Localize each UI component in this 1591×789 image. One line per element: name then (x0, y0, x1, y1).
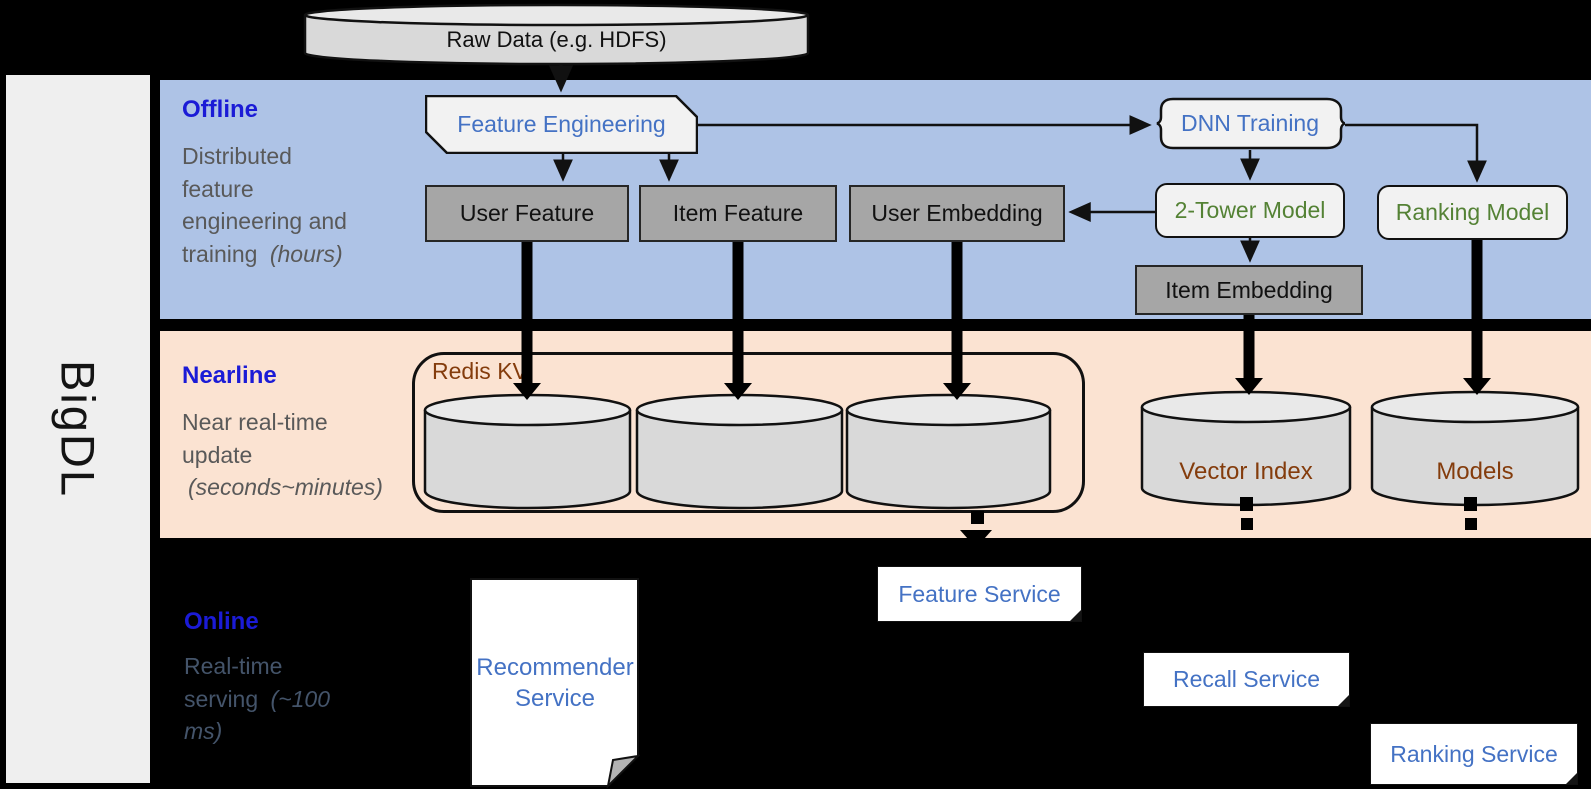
nearline-section-subtitle: Near real-time update (seconds~minutes) (182, 409, 383, 501)
models-cylinder: Models (1370, 390, 1580, 515)
ranking-service-label: Ranking Service (1390, 740, 1558, 767)
feature-service-node: Feature Service (877, 566, 1082, 622)
recommender-service-doc: Recommender Service (470, 578, 641, 789)
two-tower-model-node: 2-Tower Model (1155, 183, 1345, 238)
offline-section-subtitle: Distributed feature engineering and trai… (182, 143, 347, 267)
item-embedding-label: Item Embedding (1165, 276, 1333, 303)
ranking-model-node: Ranking Model (1377, 185, 1568, 240)
online-section-title: Online (184, 608, 259, 635)
ranking-model-label: Ranking Model (1395, 199, 1550, 225)
offline-section-title: Offline (182, 96, 258, 123)
user-feature-node: User Feature (425, 185, 629, 242)
recommender-service-label: Recommender Service (476, 653, 634, 712)
redis-kv-label: Redis KV (432, 358, 528, 384)
user-embedding-label: User Embedding (871, 200, 1043, 226)
kv-cylinder-1 (423, 393, 632, 518)
bigdl-label: BigDL (51, 359, 105, 498)
item-feature-node: Item Feature (639, 185, 837, 242)
vector-index-label: Vector Index (1179, 457, 1313, 485)
item-feature-label: Item Feature (672, 200, 804, 226)
raw-data-store: Raw Data (e.g. HDFS) (302, 3, 811, 66)
redis-kv-container (412, 352, 1085, 513)
feature-engineering-label: Feature Engineering (457, 111, 666, 137)
kv-cylinder-3 (845, 393, 1052, 518)
raw-data-label: Raw Data (e.g. HDFS) (446, 26, 667, 52)
nearline-section-title: Nearline (182, 362, 277, 389)
user-feature-label: User Feature (459, 200, 595, 226)
bigdl-sidebar: BigDL (6, 75, 150, 783)
two-tower-model-label: 2-Tower Model (1174, 197, 1326, 223)
feature-engineering-node: Feature Engineering (424, 94, 699, 155)
user-embedding-node: User Embedding (849, 185, 1065, 242)
online-section-subtitle: Real-time serving (~100 ms) (184, 653, 331, 745)
ranking-service-node: Ranking Service (1370, 723, 1578, 785)
dnn-training-label: DNN Training (1180, 110, 1320, 136)
dnn-training-node: DNN Training (1155, 97, 1346, 150)
item-embedding-node: Item Embedding (1135, 265, 1363, 315)
models-label: Models (1436, 457, 1514, 485)
vector-index-cylinder: Vector Index (1140, 390, 1352, 515)
recall-service-node: Recall Service (1143, 652, 1350, 707)
feature-service-label: Feature Service (898, 580, 1061, 607)
recall-service-label: Recall Service (1173, 666, 1320, 692)
kv-cylinder-2 (635, 393, 844, 518)
